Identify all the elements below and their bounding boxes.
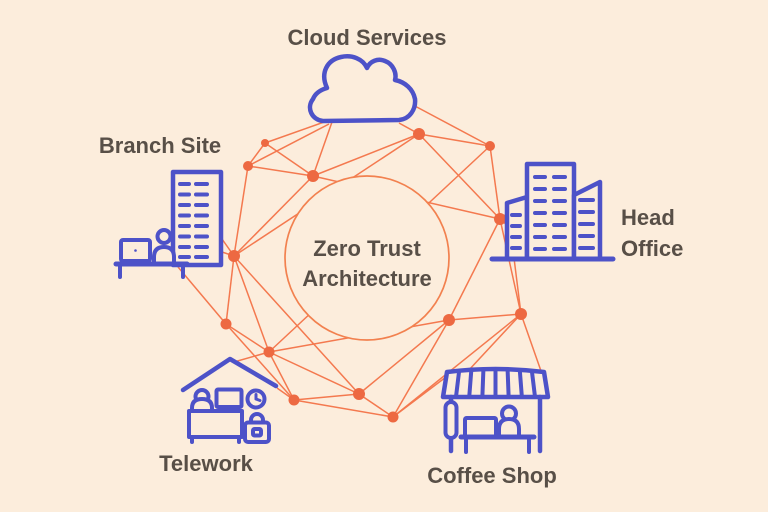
diagram-title-line2: Architecture [302,266,432,291]
branch-building-worker-icon [113,169,224,279]
building-windows [510,175,595,251]
clock [245,388,267,410]
center-circle [284,175,450,341]
home-office-icon [180,356,279,444]
teleworker-desk [187,387,244,444]
awning-stripes [454,367,537,398]
label-coffee-shop: Coffee Shop [427,463,557,488]
menu-board [443,400,459,440]
label-telework: Telework [159,451,253,476]
briefcase [243,412,271,444]
cloud-icon [307,54,418,124]
coffee-stand-icon [440,366,551,454]
roof [180,356,279,393]
label-head-office: Head Office [621,205,684,261]
mesh-nodes [220,128,527,423]
diagram-title-line1: Zero Trust [313,236,421,261]
label-branch-site: Branch Site [98,133,222,158]
diagram-title: Zero Trust Architecture [302,234,432,294]
customer-with-laptop [458,404,537,454]
label-cloud-services: Cloud Services [287,25,447,50]
worker-at-desk [113,228,190,279]
head-office-buildings-icon [489,161,616,262]
building-windows [178,182,209,259]
